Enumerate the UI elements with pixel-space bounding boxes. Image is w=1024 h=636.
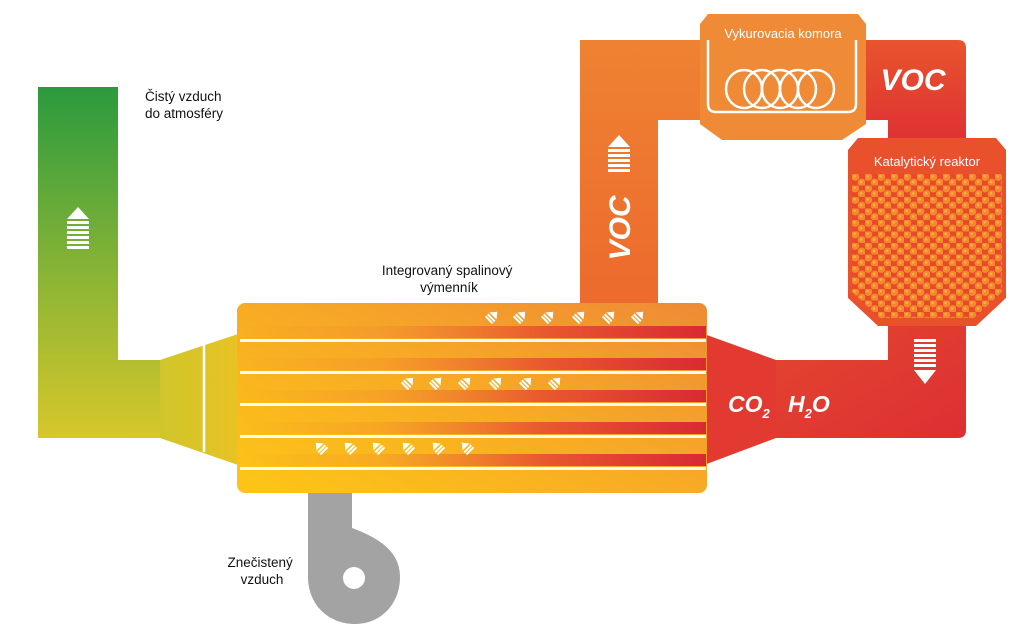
co2-label: CO2 <box>728 391 771 421</box>
flow-arrow-icons-middle <box>400 377 561 391</box>
clean-air-stack <box>38 87 162 438</box>
heating-coil-icon <box>724 68 836 110</box>
voc-vertical-label: VOC <box>604 194 637 260</box>
clean-air-label: Čistý vzduch do atmosféry <box>145 89 225 121</box>
outlet-duct <box>774 318 966 438</box>
outlet-funnel <box>704 334 776 465</box>
voc-right-duct <box>860 40 966 138</box>
catalytic-reactor-label: Katalytický reaktor <box>874 154 981 169</box>
heat-exchanger-label: Integrovaný spalinový výmenník <box>382 263 516 295</box>
up-arrow-icon <box>67 207 89 249</box>
heating-chamber-inner <box>706 40 858 114</box>
reactor-catalyst-bed <box>852 174 1002 318</box>
heat-exchanger-tube-gaps <box>240 339 706 470</box>
polluted-air-fan <box>308 480 400 624</box>
heating-chamber-label: Vykurovacia komora <box>724 26 842 41</box>
voc-duct <box>580 40 700 305</box>
stack-funnel <box>160 334 238 465</box>
heat-exchanger-tubes <box>240 326 706 466</box>
fan-hub <box>343 567 365 589</box>
h2o-label: H2O <box>788 391 830 421</box>
voc-up-arrow-icon <box>608 135 630 172</box>
flow-arrow-icons-top <box>484 311 644 325</box>
down-arrow-icon <box>914 339 936 384</box>
polluted-air-label: Znečistený vzduch <box>227 555 296 587</box>
voc-right-label: VOC <box>880 64 946 97</box>
flow-arrow-icons-bottom <box>315 442 475 456</box>
